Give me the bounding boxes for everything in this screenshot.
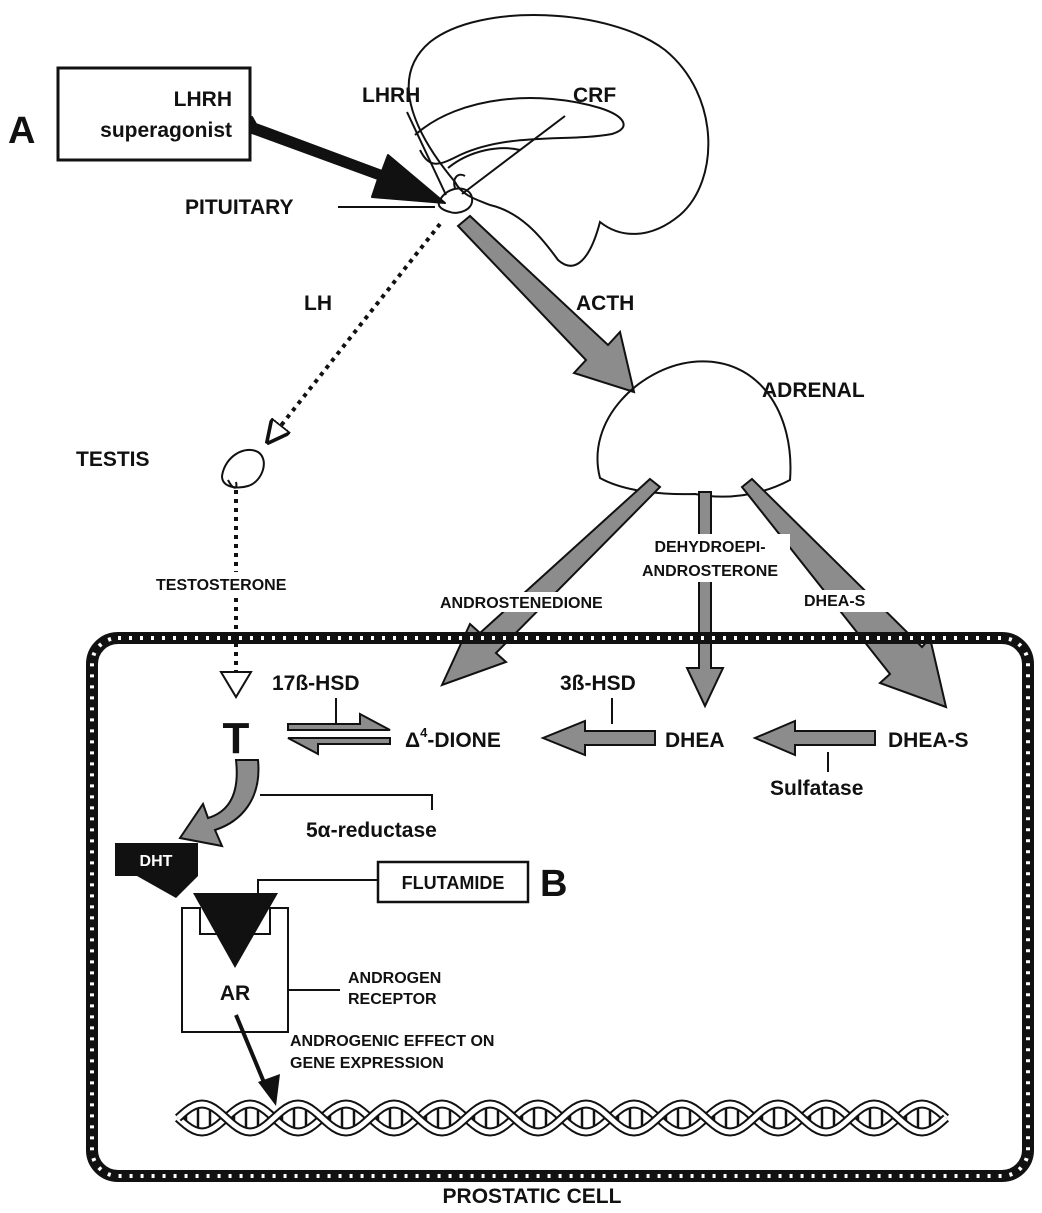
lhrh-superagonist-line1: LHRH	[174, 88, 232, 111]
acth-arrow	[456, 214, 636, 394]
dhea-label: DHEA	[665, 729, 725, 752]
dht-tag	[115, 843, 198, 898]
dheap-arrow	[685, 491, 725, 709]
receptor-label-line2: RECEPTOR	[348, 991, 437, 1008]
crf-pointer	[461, 115, 566, 195]
pituitary-gland	[437, 173, 474, 214]
lhrh-pointer	[406, 111, 447, 196]
androstenedione-arrow	[440, 477, 662, 687]
pituitary-label: PITUITARY	[185, 196, 294, 219]
acth-label: ACTH	[576, 292, 634, 315]
flutamide-pointer	[257, 879, 378, 898]
ar-label: AR	[220, 982, 250, 1005]
brain-illustration	[407, 14, 710, 267]
effect-label-line1: ANDROGENIC EFFECT ON	[290, 1033, 494, 1050]
testosterone-arrowhead	[219, 671, 253, 699]
dna-strand	[176, 1101, 948, 1135]
prostatic-cell-border	[86, 632, 1034, 1182]
reductase-label: 5α-reductase	[306, 819, 437, 842]
t-symbol: T	[223, 714, 250, 763]
dheas-top-label-bg	[802, 590, 888, 612]
gene-expression-arrow-shaft	[234, 1014, 270, 1093]
dheap-label-line2: ANDROSTERONE	[642, 563, 778, 580]
forward-half-arrow	[287, 712, 391, 731]
dna-helix	[174, 1099, 950, 1137]
dheas-to-dhea-arrow	[752, 719, 876, 757]
testosterone-label: TESTOSTERONE	[156, 577, 287, 594]
androgen-receptor	[181, 907, 289, 1033]
sulfatase-label: Sulfatase	[770, 777, 863, 800]
dht-label: DHT	[140, 853, 173, 870]
prostatic-cell-label: PROSTATIC CELL	[443, 1185, 622, 1208]
androstenedione-label-bg	[438, 592, 660, 612]
panel-b-label: B	[540, 863, 567, 905]
dheap-label-bg	[630, 534, 790, 582]
dheap-label-line1: DEHYDROEPI-	[654, 539, 765, 556]
superagonist-arrow	[251, 116, 446, 204]
lhrh-label: LHRH	[362, 84, 420, 107]
androstenedione-label: ANDROSTENEDIONE	[440, 595, 603, 612]
dheas-label: DHEA-S	[888, 729, 969, 752]
testis-label: TESTIS	[76, 448, 150, 471]
lhrh-superagonist-box	[56, 66, 252, 162]
reverse-half-arrow	[287, 737, 391, 756]
receptor-label-line1: ANDROGEN	[348, 970, 441, 987]
adrenal-label: ADRENAL	[762, 379, 865, 402]
panel-a-label: A	[8, 110, 35, 152]
t-to-dht-arrow	[178, 759, 260, 848]
crf-label: CRF	[573, 84, 616, 107]
gene-expression-arrowhead	[258, 1074, 280, 1106]
receptor-ligand	[193, 893, 278, 968]
effect-label-line2: GENE EXPRESSION	[290, 1055, 444, 1072]
lhrh-superagonist-line2: superagonist	[100, 119, 232, 142]
flutamide-box	[376, 860, 530, 904]
dhea-to-dione-arrow	[540, 719, 656, 757]
lh-arrow	[268, 222, 442, 442]
hsd17-label: 17ß-HSD	[272, 672, 360, 695]
flutamide-label: FLUTAMIDE	[402, 873, 505, 893]
delta4-dione-label: Δ4-DIONE	[405, 725, 501, 752]
dheas-top-label: DHEA-S	[804, 593, 866, 610]
adrenal-gland	[596, 360, 792, 498]
hsd3-label: 3ß-HSD	[560, 672, 636, 695]
reductase-pointer	[260, 794, 433, 810]
lh-label: LH	[304, 292, 332, 315]
testosterone-label-bg	[158, 572, 308, 594]
